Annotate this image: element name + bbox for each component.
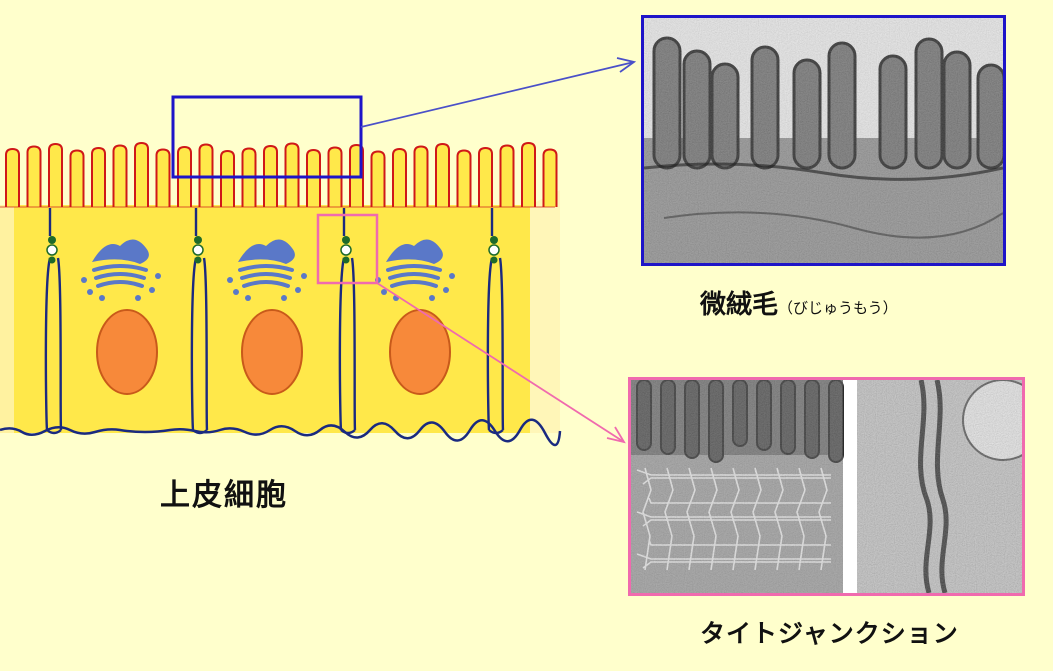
junction-bead bbox=[48, 256, 56, 264]
microvillus bbox=[5, 147, 20, 207]
junction-bead bbox=[192, 244, 204, 256]
junction-bead bbox=[490, 256, 498, 264]
microvillus bbox=[284, 142, 300, 207]
tight-junction-label: タイトジャンクション bbox=[700, 619, 959, 648]
tight-junction-micrograph-panel bbox=[628, 377, 1025, 596]
microvilli-row bbox=[5, 141, 558, 207]
epithelial-cell-label: 上皮細胞 bbox=[160, 478, 288, 513]
tight-junction-callout-box bbox=[316, 213, 379, 285]
junction-bead bbox=[488, 244, 500, 256]
microvillus bbox=[220, 149, 235, 207]
golgi-apparatus bbox=[81, 239, 161, 301]
microvillus bbox=[134, 141, 149, 207]
microvillus bbox=[478, 146, 493, 207]
junction-bead bbox=[490, 236, 498, 244]
junction-bead bbox=[342, 256, 350, 264]
nuclei bbox=[96, 309, 451, 395]
lateral-membranes bbox=[44, 208, 505, 435]
microvillus bbox=[542, 148, 558, 207]
microvilli-micrograph bbox=[641, 15, 1006, 266]
nucleus bbox=[389, 309, 451, 395]
golgi-apparatus bbox=[375, 239, 455, 301]
microvilli-connector-arrow bbox=[360, 57, 637, 128]
microvillus bbox=[413, 145, 429, 207]
tight-junction-freeze-fracture-micrograph bbox=[631, 380, 844, 593]
microvillus bbox=[26, 145, 42, 207]
microvillus bbox=[521, 141, 536, 207]
microvillus bbox=[112, 144, 128, 207]
cell-fade-right bbox=[530, 190, 560, 433]
microvillus bbox=[91, 146, 106, 207]
cell-fade-left bbox=[0, 205, 14, 433]
junction-bead bbox=[340, 244, 352, 256]
lateral-membrane bbox=[338, 208, 357, 435]
microvillus bbox=[456, 149, 472, 207]
junction-bead bbox=[46, 244, 58, 256]
microvillus bbox=[499, 144, 515, 207]
junction-bead bbox=[194, 256, 202, 264]
microvillus bbox=[69, 149, 85, 207]
junction-bead bbox=[194, 236, 202, 244]
basal-membrane bbox=[0, 418, 562, 447]
golgi-apparatus-group bbox=[81, 239, 455, 301]
microvillus bbox=[435, 142, 450, 207]
microvilli-reading: （びじゅうもう） bbox=[778, 299, 898, 317]
junction-bead bbox=[48, 236, 56, 244]
microvillus bbox=[392, 147, 407, 207]
junction-bead bbox=[342, 236, 350, 244]
microvillus bbox=[155, 148, 171, 207]
nucleus bbox=[241, 309, 303, 395]
microvilli-label: 微絨毛（びじゅうもう） bbox=[700, 284, 898, 321]
nucleus bbox=[96, 309, 158, 395]
lateral-membrane bbox=[486, 208, 505, 435]
lateral-membrane bbox=[44, 208, 63, 435]
tight-junction-section-micrograph bbox=[857, 380, 1022, 593]
golgi-apparatus bbox=[227, 239, 307, 301]
lateral-membrane bbox=[190, 208, 209, 435]
epithelial-cell-illustration bbox=[0, 141, 562, 447]
tight-junction-connector-arrow bbox=[376, 282, 626, 444]
microvilli-callout-box bbox=[171, 95, 363, 179]
microvilli-label-text: 微絨毛 bbox=[700, 290, 779, 320]
microvillus bbox=[48, 142, 63, 207]
microvillus bbox=[370, 150, 386, 207]
